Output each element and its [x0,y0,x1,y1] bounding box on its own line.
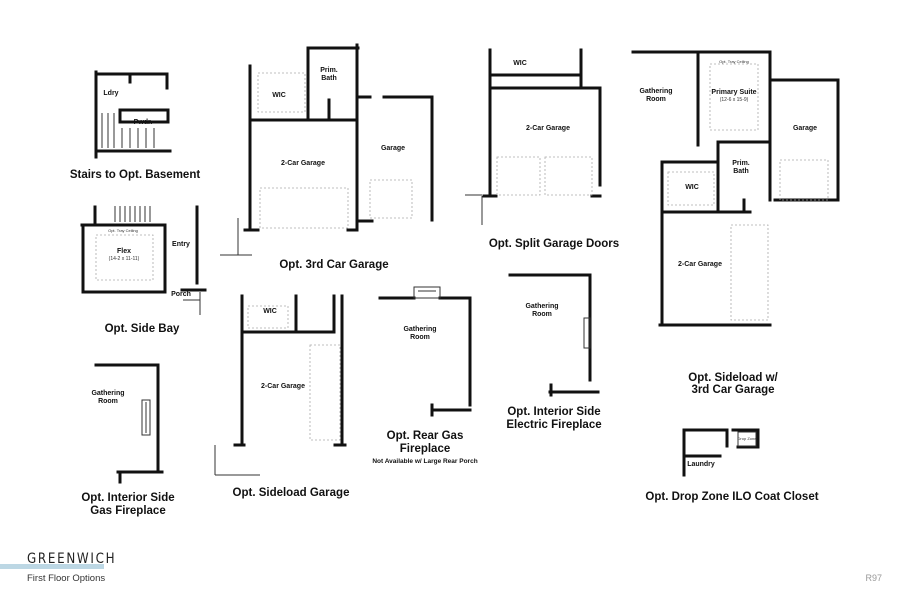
room-label: Prim. [732,160,750,167]
plan-caption: Stairs to Opt. Basement [70,169,201,181]
plan-caption: Gas Fireplace [90,505,165,517]
plan-caption: Electric Fireplace [506,419,601,431]
plan-stairs-to-basement: Ldry Pwdr. Stairs to Opt. Basement [70,70,201,181]
plan-drop-zone: Drop Zone Laundry Opt. Drop Zone ILO Coa… [645,428,819,503]
room-label: Garage [381,145,405,152]
room-label: 2-Car Garage [526,125,570,132]
sheet-subtitle: First Floor Options [27,573,106,584]
revision-label: R97 [865,573,882,583]
plan-caption: Opt. Sideload w/ [688,372,778,384]
room-label: 2-Car Garage [281,160,325,167]
plan-caption: Opt. Interior Side [507,406,600,418]
plan-note: Not Available w/ Large Rear Porch [372,458,477,465]
brand-accent-bar [0,564,104,569]
room-label: WIC [513,60,527,67]
plan-caption: 3rd Car Garage [691,384,774,396]
plan-interior-side-gas-fireplace: Gathering Room Opt. Interior Side Gas Fi… [81,363,175,517]
room-label: Pwdr. [134,119,153,126]
plan-caption: Opt. Sideload Garage [233,487,350,499]
room-label: 2-Car Garage [261,383,305,390]
room-label: 2-Car Garage [678,261,722,268]
room-dimensions: (12-6 x 15-9) [720,97,749,103]
room-label: Prim. [320,67,338,74]
tray-ceiling-note: Opt. Tray Ceiling [719,59,749,64]
room-label: Laundry [687,461,715,468]
plan-caption: Opt. Side Bay [105,323,180,335]
plan-caption: Opt. 3rd Car Garage [279,259,388,271]
room-label: Bath [321,75,337,82]
room-label: Porch [171,291,191,298]
room-dimensions: (14-2 x 11-11) [109,256,140,262]
room-label: Bath [733,168,749,175]
plan-side-bay: Opt. Tray Ceiling Flex (14-2 x 11-11) En… [80,205,207,335]
plan-rear-gas-fireplace: Gathering Room Opt. Rear Gas Fireplace N… [372,286,478,465]
room-label: Room [646,96,666,103]
room-label: Gathering [525,303,558,310]
room-label: WIC [263,308,277,315]
room-label: Drop Zone [738,436,758,441]
room-label: WIC [272,92,286,99]
room-label: Gathering [403,326,436,333]
room-label: Garage [793,125,817,132]
plan-3rd-car-garage: WIC Prim. Bath 2-Car Garage Garage Opt. … [220,43,434,271]
room-label: Gathering [91,390,124,397]
room-label: Primary Suite [711,89,756,96]
room-label: Entry [172,241,190,248]
plan-caption: Opt. Rear Gas [387,430,464,442]
plan-caption: Opt. Split Garage Doors [489,238,619,250]
brand-title: GREENWICH [27,551,117,567]
room-label: Room [532,311,552,318]
room-label: WIC [685,184,699,191]
plan-split-garage-doors: WIC 2-Car Garage Opt. Split Garage Doors [465,48,619,250]
plan-sideload-garage: WIC 2-Car Garage Opt. Sideload Garage [214,294,350,499]
room-label: Room [98,398,118,405]
plan-interior-side-electric-fireplace: Gathering Room Opt. Interior Side Electr… [506,273,602,431]
plan-sideload-with-3rd-car-garage: Opt. Tray Ceiling Gathering Room Primary… [631,50,840,396]
room-label: Flex [117,248,131,255]
plan-caption: Opt. Drop Zone ILO Coat Closet [645,491,818,503]
room-label: Room [410,334,430,341]
plan-caption: Opt. Interior Side [81,492,174,504]
room-label: Ldry [103,90,118,97]
tray-ceiling-note: Opt. Tray Ceiling [108,228,138,233]
plan-caption: Fireplace [400,443,451,455]
room-label: Gathering [639,88,672,95]
